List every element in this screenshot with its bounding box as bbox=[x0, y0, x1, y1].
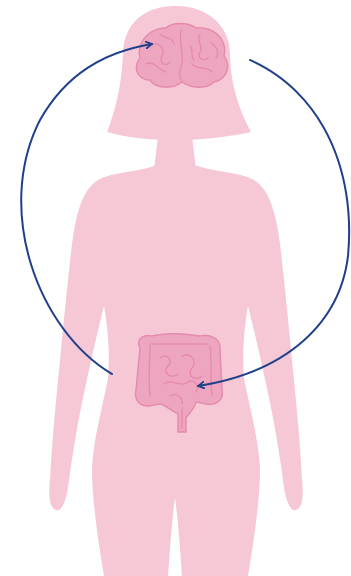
woman-silhouette-icon bbox=[49, 6, 303, 576]
brain-icon bbox=[136, 24, 227, 88]
